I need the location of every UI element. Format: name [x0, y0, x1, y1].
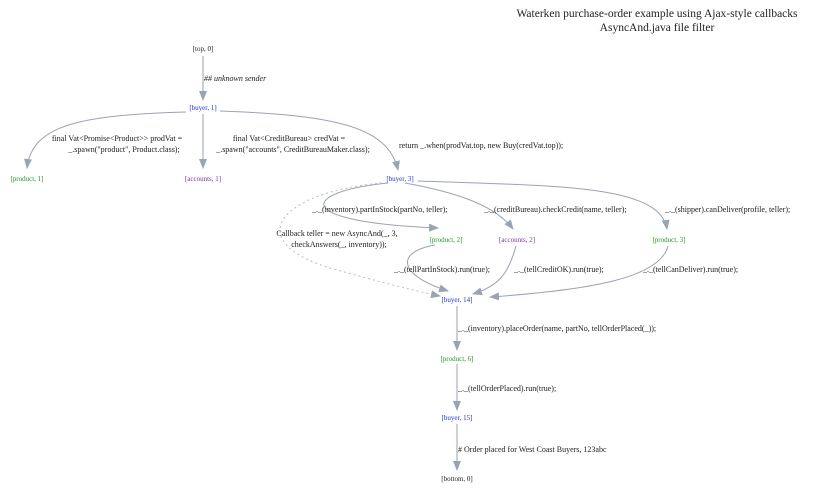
edge-buyer3-to-buyer14-dotted [279, 182, 441, 299]
node-product-2: [product, 2] [429, 236, 462, 244]
edge-accounts2-to-buyer14 [472, 245, 517, 296]
edge-buyer1-to-buyer3 [219, 110, 400, 171]
node-bottom-0: [bottom, 0] [441, 475, 473, 483]
node-top-0: [top, 0] [193, 45, 214, 53]
edge-buyer3-to-product2 [323, 182, 439, 232]
label-prodvat-line2: _.spawn("product", Product.class); [67, 145, 179, 154]
edge-product3-to-buyer14 [489, 245, 669, 301]
diagram-title-line2: AsyncAnd.java file filter [600, 22, 715, 34]
label-callback-line2: checkAnswers(_, inventory)); [291, 240, 387, 249]
label-callback-line1: Callback teller = new AsyncAnd(_, 3, [276, 229, 397, 238]
label-tell-credit-ok: _._(tellCreditOK).run(true); [513, 265, 604, 274]
node-product-1: [product, 1] [10, 175, 43, 183]
label-tell-order-placed: _._(tellOrderPlaced).run(true); [457, 384, 556, 393]
label-return-when: return _.when(prodVat.top, new Buy(credV… [399, 141, 563, 150]
node-accounts-1: [accounts, 1] [185, 175, 221, 183]
label-unknown-sender: ## unknown sender [204, 74, 267, 83]
node-buyer-15: [buyer, 15] [442, 414, 473, 422]
label-order-placed: # Order placed for West Coast Buyers, 12… [458, 445, 607, 454]
label-credvat-line1: final Vat<CreditBureau> credVat = [233, 134, 346, 143]
label-check-credit: _._(creditBureau).checkCredit(name, tell… [483, 205, 627, 214]
edge-buyer3-to-accounts2 [404, 182, 514, 230]
node-product-6: [product, 6] [440, 355, 473, 363]
label-credvat-line2: _.spawn("accounts", CreditBureauMaker.cl… [215, 145, 370, 154]
label-prodvat-line1: final Vat<Promise<Product>> prodVat = [52, 134, 183, 143]
label-part-in-stock: _._(inventory).partInStock(partNo, telle… [311, 205, 448, 214]
diagram-title-line1: Waterken purchase-order example using Aj… [516, 8, 798, 20]
node-product-3: [product, 3] [652, 236, 685, 244]
node-buyer-3: [buyer, 3] [386, 175, 413, 183]
label-tell-can-deliver: _._(tellCanDeliver).run(true); [642, 265, 738, 274]
edge-product2-to-buyer14 [406, 244, 449, 293]
node-accounts-2: [accounts, 2] [499, 236, 535, 244]
label-tell-part-in-stock: _._(tellPartInStock).run(true); [393, 265, 490, 274]
node-buyer-1: [buyer, 1] [189, 104, 216, 112]
node-buyer-14: [buyer, 14] [442, 296, 473, 304]
label-can-deliver: _._(shipper).canDeliver(profile, teller)… [664, 205, 790, 214]
label-place-order: _._(inventory).placeOrder(name, partNo, … [457, 324, 656, 333]
edge-buyer1-to-product1 [24, 111, 187, 169]
edge-buyer3-to-product3 [417, 180, 670, 230]
